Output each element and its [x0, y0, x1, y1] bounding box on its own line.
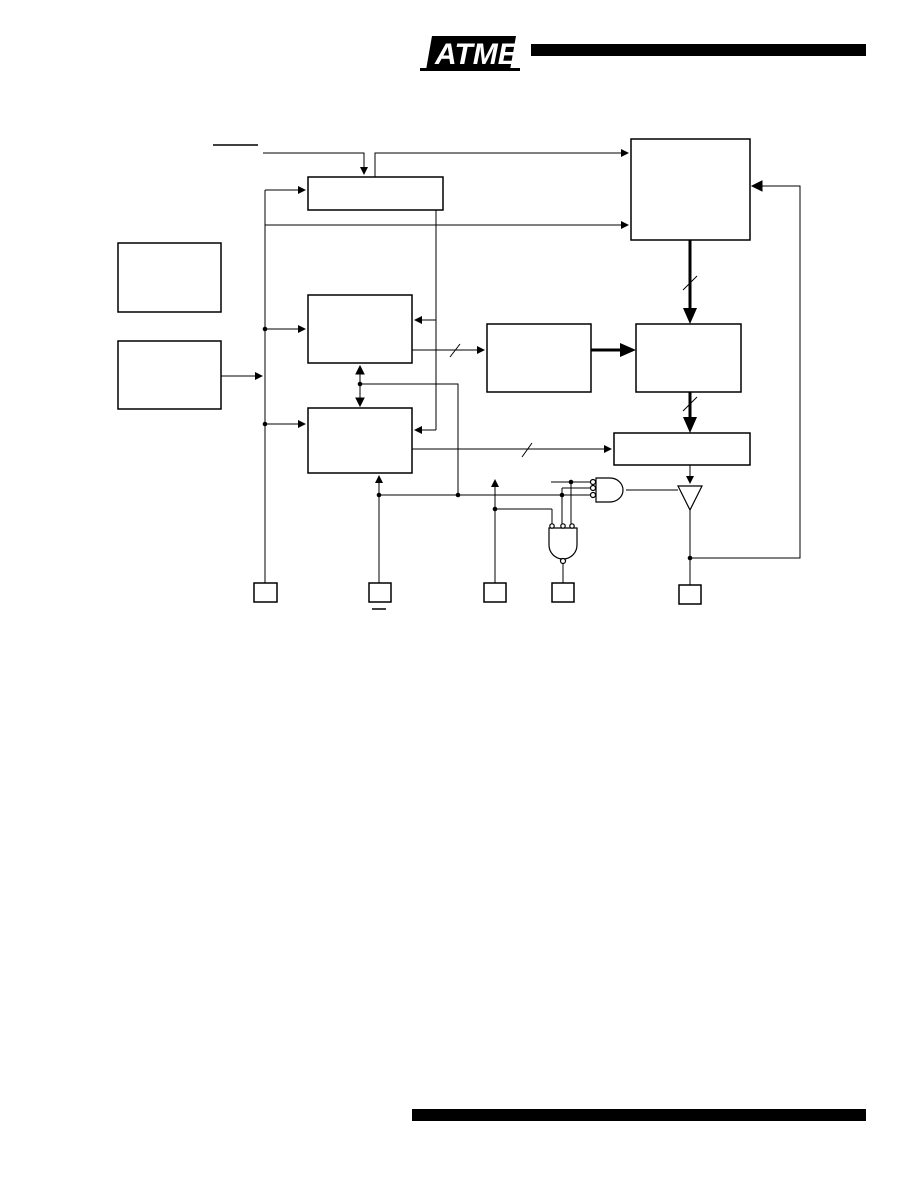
junction-dots	[262, 326, 693, 561]
block-top-control	[307, 176, 444, 211]
header-bar	[531, 44, 866, 56]
block-sense-mid	[486, 323, 592, 393]
and-gate	[589, 477, 624, 503]
bus-arrowheads	[620, 308, 697, 433]
bus-slashes	[682, 275, 698, 412]
pin-3	[483, 582, 507, 603]
pin-1	[253, 582, 278, 603]
nand-gate	[548, 523, 578, 565]
block-left-lower	[117, 340, 222, 410]
atmel-logo: ATMEL	[420, 36, 536, 71]
pin-2	[368, 582, 392, 603]
wires	[213, 144, 801, 610]
block-decoder-mid	[307, 294, 413, 364]
block-left-bottom	[307, 407, 413, 474]
logo-text: ATMEL	[434, 38, 536, 71]
output-buffer-icon	[677, 485, 703, 512]
block-left-upper	[117, 242, 222, 313]
block-right-top	[630, 138, 751, 241]
footer-bar	[412, 1109, 866, 1121]
bus-arrows	[591, 240, 692, 420]
pin-5	[678, 584, 702, 605]
block-right-mid	[635, 323, 742, 393]
pin-4	[551, 582, 575, 603]
block-data-register	[613, 432, 751, 466]
